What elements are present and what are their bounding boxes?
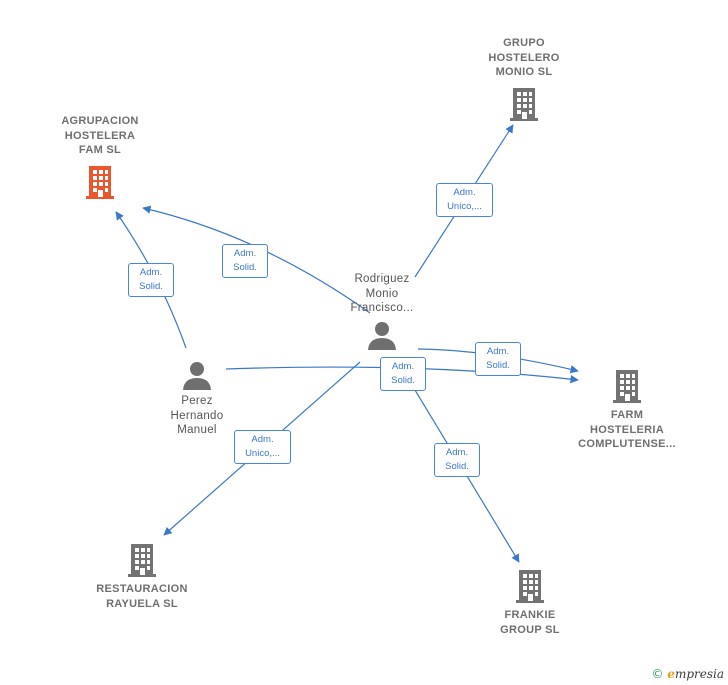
node-frankie-group[interactable]: FRANKIE GROUP SL — [470, 568, 590, 637]
edge-label-perez-agrupacion[interactable]: Adm. Solid. — [128, 263, 174, 297]
node-farm-hosteleria[interactable]: FARM HOSTELERIA COMPLUTENSE... — [567, 368, 687, 452]
building-icon — [613, 370, 641, 403]
building-icon — [128, 544, 156, 577]
company-label: AGRUPACION HOSTELERA FAM SL — [61, 115, 139, 156]
node-rodriguez-monio[interactable]: Rodriguez Monio Francisco... — [322, 272, 442, 350]
edge-label-perez-farm[interactable]: Adm. Solid. — [380, 357, 426, 391]
edge-label-rodriguez-grupo[interactable]: Adm. Unico,... — [436, 183, 493, 217]
node-agrupacion-hostelera[interactable]: AGRUPACION HOSTELERA FAM SL — [40, 114, 160, 200]
brand-name: mpresia — [674, 667, 724, 681]
edge-label-rodriguez-frankie[interactable]: Adm. Solid. — [434, 443, 480, 477]
person-icon — [368, 321, 396, 350]
building-icon — [516, 570, 544, 603]
company-label: FRANKIE GROUP SL — [500, 609, 560, 636]
brand-watermark: © empresia — [651, 667, 724, 681]
node-perez-hernando[interactable]: Perez Hernando Manuel — [137, 360, 257, 438]
node-restauracion-rayuela[interactable]: RESTAURACION RAYUELA SL — [82, 542, 202, 611]
copyright-symbol: © — [651, 667, 664, 681]
company-label: RESTAURACION RAYUELA SL — [96, 583, 188, 610]
edge-label-rodriguez-agrupacion[interactable]: Adm. Solid. — [222, 244, 268, 278]
edge-label-rodriguez-farm[interactable]: Adm. Solid. — [475, 342, 521, 376]
person-label: Rodriguez Monio Francisco... — [350, 273, 414, 314]
company-label: GRUPO HOSTELERO MONIO SL — [488, 37, 560, 78]
company-label: FARM HOSTELERIA COMPLUTENSE... — [578, 409, 676, 450]
building-icon — [86, 165, 114, 199]
edge-label-rodriguez-restauracion[interactable]: Adm. Unico,... — [234, 430, 291, 464]
node-grupo-hostelero[interactable]: GRUPO HOSTELERO MONIO SL — [464, 36, 584, 122]
building-icon — [510, 87, 538, 121]
person-label: Perez Hernando Manuel — [170, 395, 224, 436]
person-icon — [183, 362, 211, 390]
brand-initial: e — [667, 667, 675, 681]
